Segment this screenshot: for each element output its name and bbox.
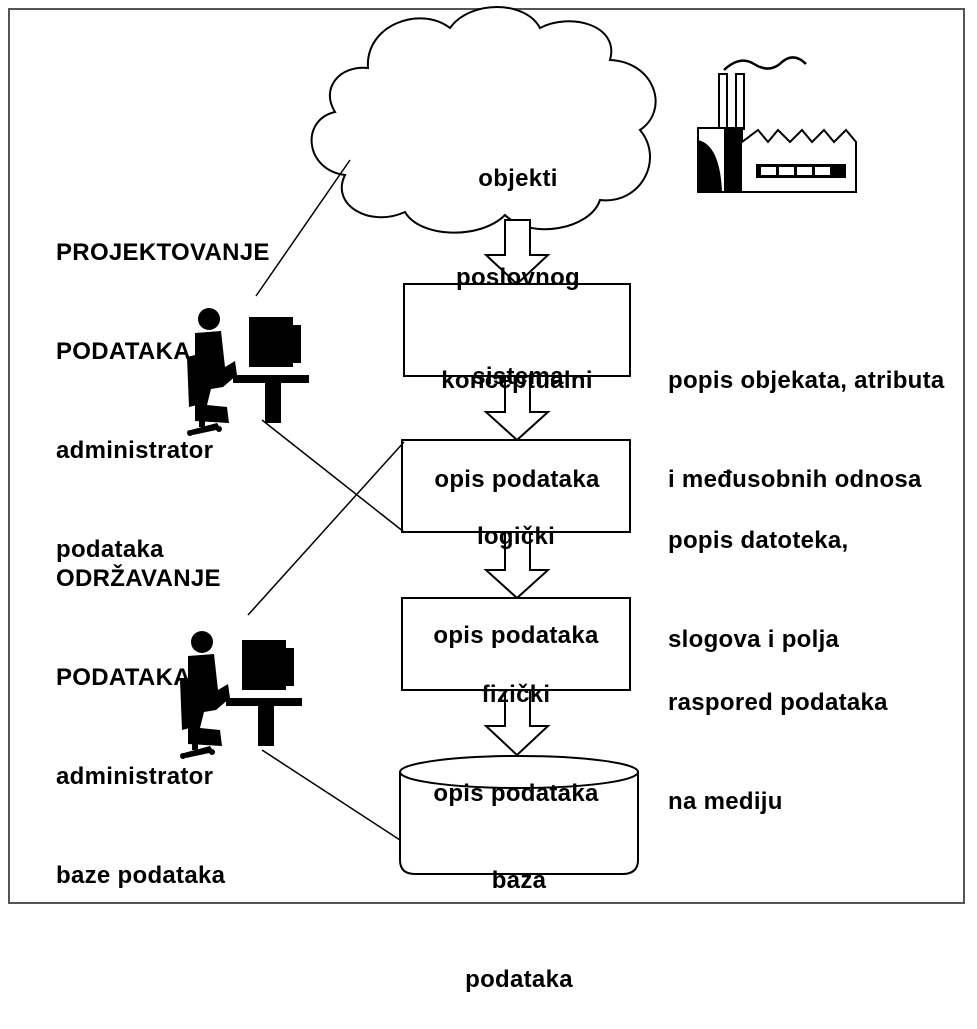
person-at-computer-icon [187,308,309,436]
maintenance-role-label: ODRŽAVANJE PODATAKA administrator baze p… [56,496,225,925]
description-line: raspored podataka [668,689,888,716]
role-line: ODRŽAVANJE [56,565,221,592]
database-label-line: podataka [465,966,573,993]
data-design-flow-diagram [180,6,857,875]
description-line: slogova i polja [668,626,840,653]
flow-arrow [483,531,551,600]
cloud-label: objekti poslovnog sistema [400,96,636,426]
conceptual-box-label: konceptualni opis podataka [404,298,630,529]
factory-icon [697,56,857,193]
cloud-label-line: poslovnog [455,264,581,291]
box-label-line: opis podataka [434,466,600,493]
role-line: PROJEKTOVANJE [56,239,270,266]
box-label-line: opis podataka [433,622,599,649]
database-label-line: baza [491,867,547,894]
flow-arrow [483,219,551,286]
description-line: popis objekata, atributa [668,367,945,394]
conceptual-description-box [403,283,631,377]
logical-description-box [401,439,631,533]
role-connector-lines [247,159,405,841]
flow-arrow [483,375,551,442]
database-cylinder [399,755,639,875]
conceptual-description: popis objekata, atributa i međusobnih od… [668,298,945,529]
role-line: administrator [56,437,214,464]
logical-box-label: logički opis podataka [402,454,630,685]
role-line: PODATAKA [56,338,191,365]
physical-description-box [401,597,631,691]
description-line: na mediju [668,788,783,815]
description-line: i međusobnih odnosa [668,466,922,493]
role-line: administrator [56,763,214,790]
role-line: PODATAKA [56,664,191,691]
physical-box-label: fizički opis podataka [402,612,630,843]
box-label-line: logički [476,523,556,550]
description-line: popis datoteka, [668,527,849,554]
physical-description: raspored podataka na mediju [668,620,888,851]
cloud-label-line: sistema [472,363,564,390]
cloud-label-line: objekti [478,165,558,192]
logical-description: popis datoteka, slogova i polja [668,458,849,689]
role-line: baze podataka [56,862,226,889]
box-label-line: fizički [481,681,551,708]
box-label-line: opis podataka [433,780,599,807]
box-label-line: konceptualni [441,367,593,394]
design-role-label: PROJEKTOVANJE PODATAKA administrator pod… [56,170,270,599]
business-system-cloud [310,6,657,234]
role-line: podataka [56,536,164,563]
person-at-computer-icon [180,631,302,759]
flow-arrow [483,689,551,757]
